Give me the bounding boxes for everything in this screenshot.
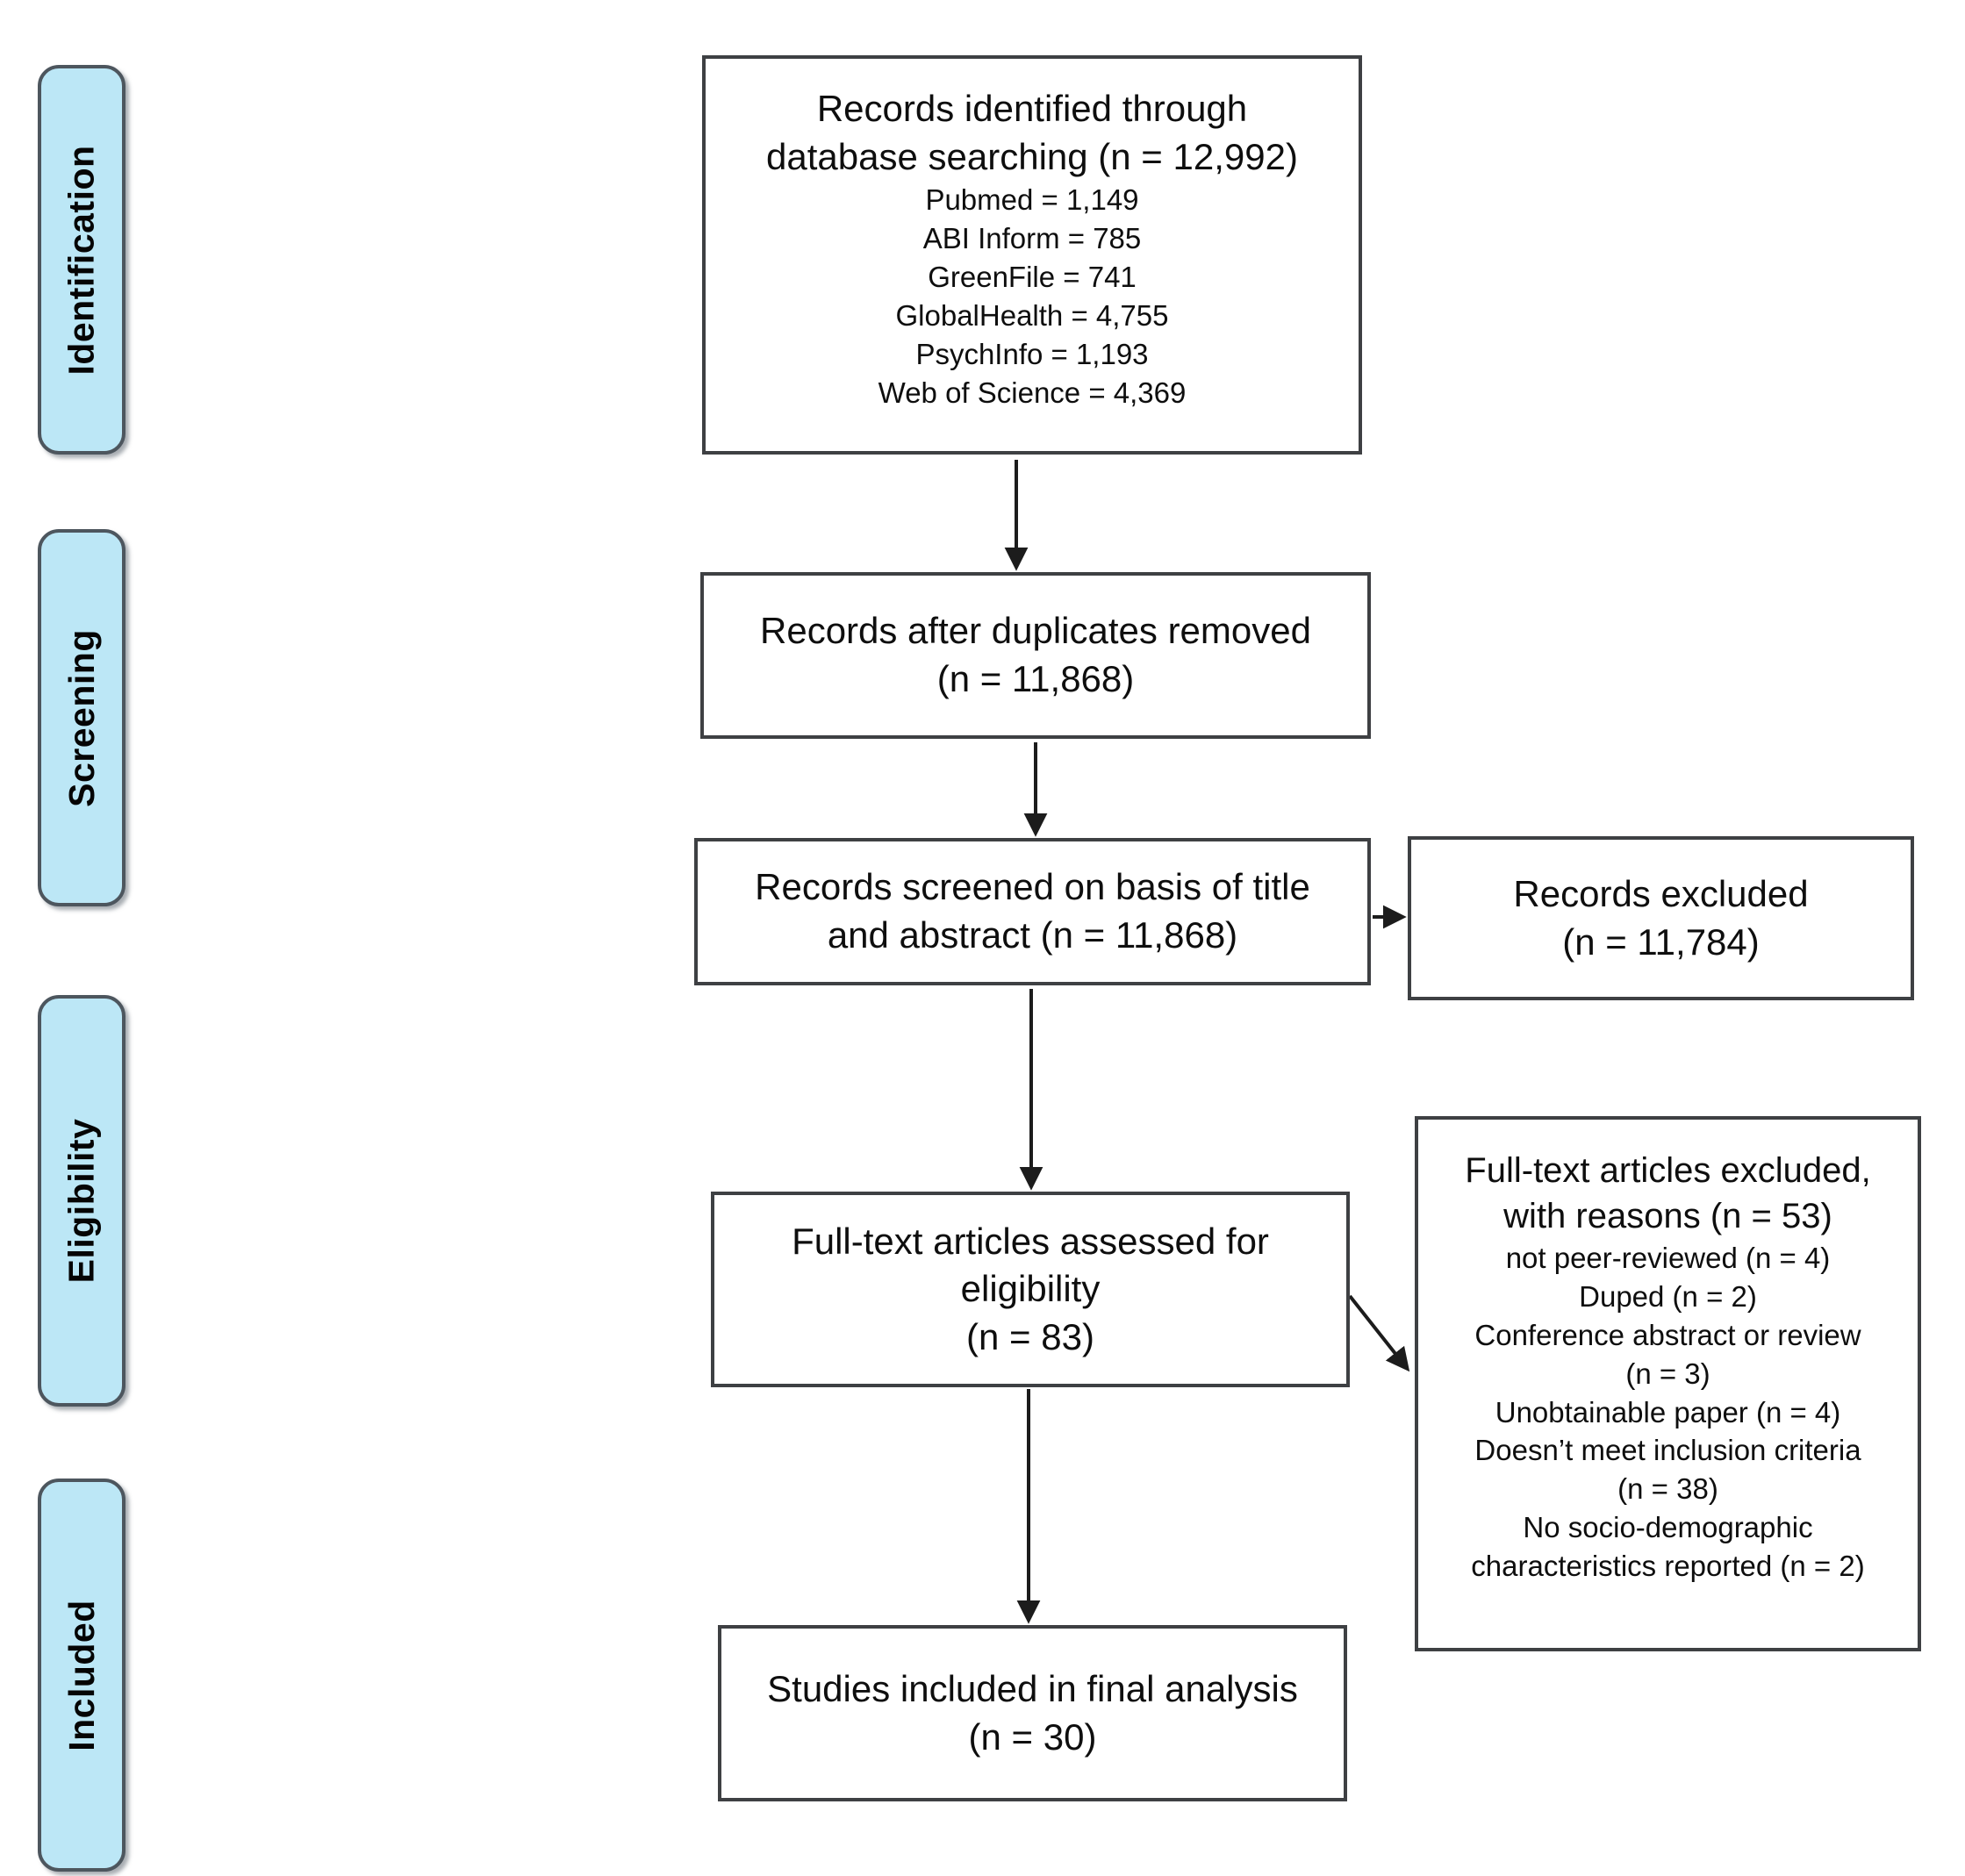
stage-screening: Screening — [38, 529, 126, 906]
box-line: Full-text articles assessed for — [792, 1220, 1269, 1262]
stage-eligibility-label: Eligibility — [61, 1118, 102, 1284]
exclusion-reason: Unobtainable paper (n = 4) — [1495, 1395, 1841, 1428]
source-count: PsychInfo = 1,193 — [915, 337, 1149, 370]
box-line: (n = 83) — [966, 1315, 1094, 1357]
box-records-excluded: Records excluded (n = 11,784) — [1408, 836, 1914, 1000]
exclusion-reason: No socio-demographic — [1523, 1511, 1813, 1544]
box-line: (n = 11,868) — [936, 658, 1135, 699]
box-line: (n = 30) — [968, 1715, 1097, 1758]
exclusion-reason: characteristics reported (n = 2) — [1471, 1550, 1865, 1582]
stage-identification-label: Identification — [61, 144, 102, 376]
box-line: Records identified through — [816, 88, 1248, 129]
box-fulltext-excluded: Full-text articles excluded, with reason… — [1415, 1116, 1921, 1651]
stage-included: Included — [38, 1479, 126, 1872]
box-line: eligibility — [960, 1268, 1101, 1310]
box-line: Records after duplicates removed — [760, 610, 1311, 652]
box-line: database searching (n = 12,992) — [766, 135, 1298, 177]
box-duplicates-removed: Records after duplicates removed (n = 11… — [700, 572, 1371, 739]
stage-included-label: Included — [61, 1599, 102, 1751]
box-line: with reasons (n = 53) — [1503, 1197, 1832, 1235]
stage-screening-label: Screening — [61, 628, 102, 807]
box-line: and abstract (n = 11,868) — [827, 914, 1238, 956]
source-count: ABI Inform = 785 — [922, 222, 1142, 255]
exclusion-reason: (n = 38) — [1617, 1472, 1718, 1506]
source-count: Pubmed = 1,149 — [925, 183, 1139, 217]
box-line: Records excluded — [1513, 872, 1809, 914]
exclusion-reason: Conference abstract or review — [1474, 1318, 1861, 1351]
arrow-fulltext-to-fulltext-excluded — [1348, 1294, 1410, 1372]
box-line: (n = 11,784) — [1562, 920, 1760, 963]
box-line: Full-text articles excluded, — [1465, 1151, 1871, 1190]
source-count: GreenFile = 741 — [928, 260, 1137, 293]
box-records-identified: Records identified through database sear… — [702, 55, 1362, 455]
source-count: Web of Science = 4,369 — [878, 376, 1187, 409]
box-fulltext-assessed: Full-text articles assessed for eligibil… — [711, 1192, 1350, 1387]
box-studies-included: Studies included in final analysis (n = … — [718, 1625, 1347, 1801]
exclusion-reason: Duped (n = 2) — [1579, 1279, 1757, 1313]
stage-identification: Identification — [38, 65, 126, 455]
exclusion-reason: (n = 3) — [1625, 1357, 1710, 1390]
box-records-screened: Records screened on basis of title and a… — [694, 838, 1371, 985]
source-count: GlobalHealth = 4,755 — [895, 298, 1169, 332]
box-line: Studies included in final analysis — [767, 1667, 1298, 1709]
stage-eligibility: Eligibility — [38, 995, 126, 1407]
exclusion-reason: not peer-reviewed (n = 4) — [1505, 1242, 1831, 1274]
box-line: Records screened on basis of title — [755, 866, 1310, 908]
exclusion-reason: Doesn’t meet inclusion criteria — [1474, 1434, 1861, 1467]
